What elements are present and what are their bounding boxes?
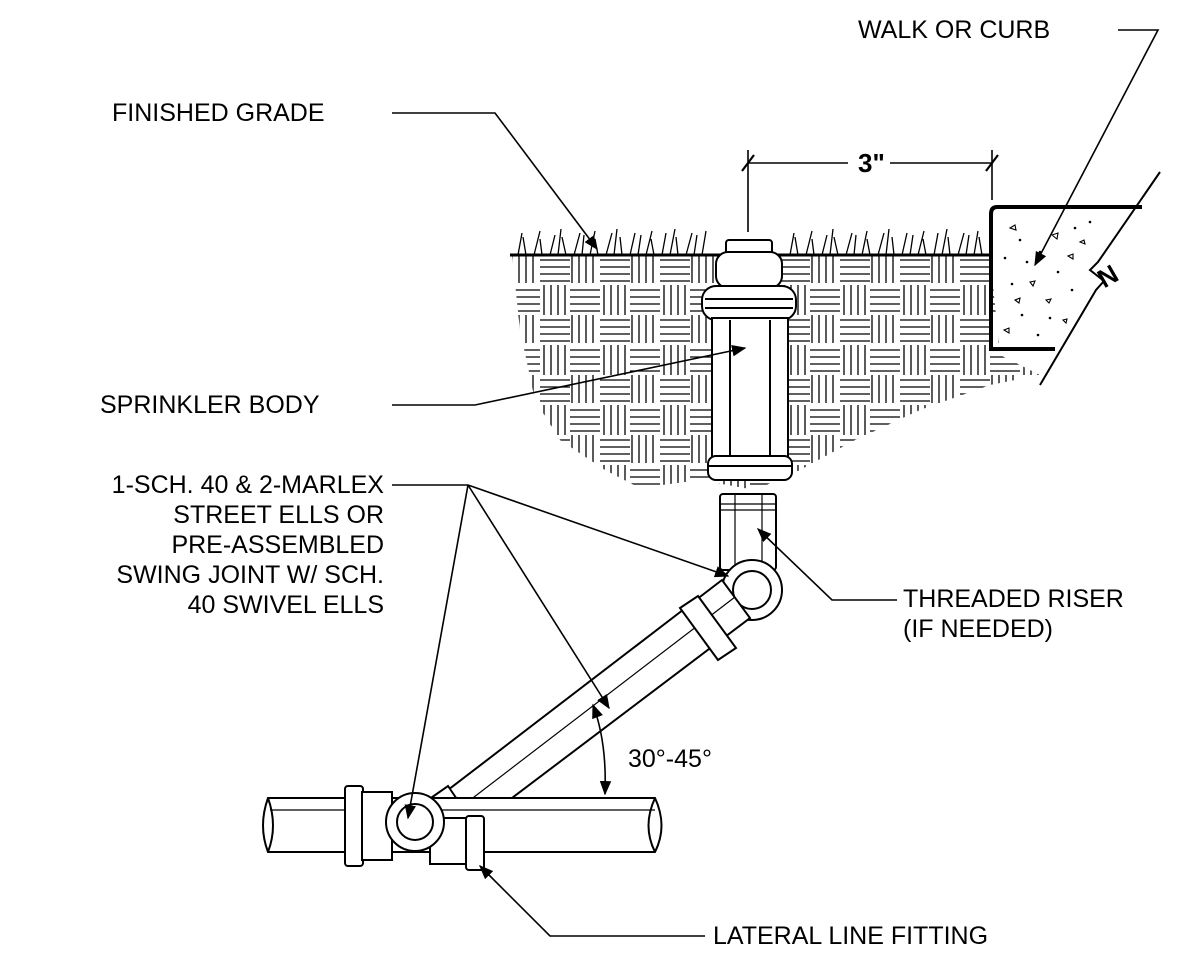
swing-joint-line-5: 40 SWIVEL ELLS: [187, 591, 384, 619]
angle-label: 30°-45°: [628, 745, 712, 773]
leader-threaded-riser: [756, 528, 897, 601]
angle-dimension-arc: [592, 703, 612, 796]
walk-curb-slab: [989, 171, 1161, 386]
leader-lateral-fitting: [478, 864, 705, 937]
lateral-line-fitting-label: LATERAL LINE FITTING: [713, 922, 989, 950]
sprinkler-body: [701, 239, 797, 481]
swing-joint-line-4: SWING JOINT W/ SCH.: [116, 561, 384, 589]
swing-joint-label: 1-SCH. 40 & 2-MARLEX STREET ELLS OR PRE-…: [0, 470, 384, 620]
swing-joint-line-3: PRE-ASSEMBLED: [171, 531, 384, 559]
walk-or-curb-label: WALK OR CURB: [858, 16, 1051, 44]
lower-street-ell: [385, 792, 445, 852]
leader-finished-grade: [392, 112, 598, 251]
finished-grade-label: FINISHED GRADE: [112, 99, 325, 127]
swing-joint-line-2: STREET ELLS OR: [173, 501, 384, 529]
lateral-line: [262, 785, 663, 871]
swing-joint-line-1: 1-SCH. 40 & 2-MARLEX: [111, 471, 384, 499]
threaded-riser-line-1: THREADED RISER: [903, 585, 1124, 613]
sprinkler-body-label: SPRINKLER BODY: [100, 391, 320, 419]
threaded-riser-label: THREADED RISER (IF NEEDED): [903, 584, 1181, 644]
threaded-riser-line-2: (IF NEEDED): [903, 615, 1053, 643]
leader-walk-curb: [1034, 29, 1160, 267]
leader-sprinkler-body: [392, 345, 747, 406]
upper-street-ell: [721, 559, 783, 621]
dimension-3in: [741, 150, 999, 232]
threaded-riser: [719, 493, 777, 571]
dimension-label: 3": [858, 148, 885, 178]
